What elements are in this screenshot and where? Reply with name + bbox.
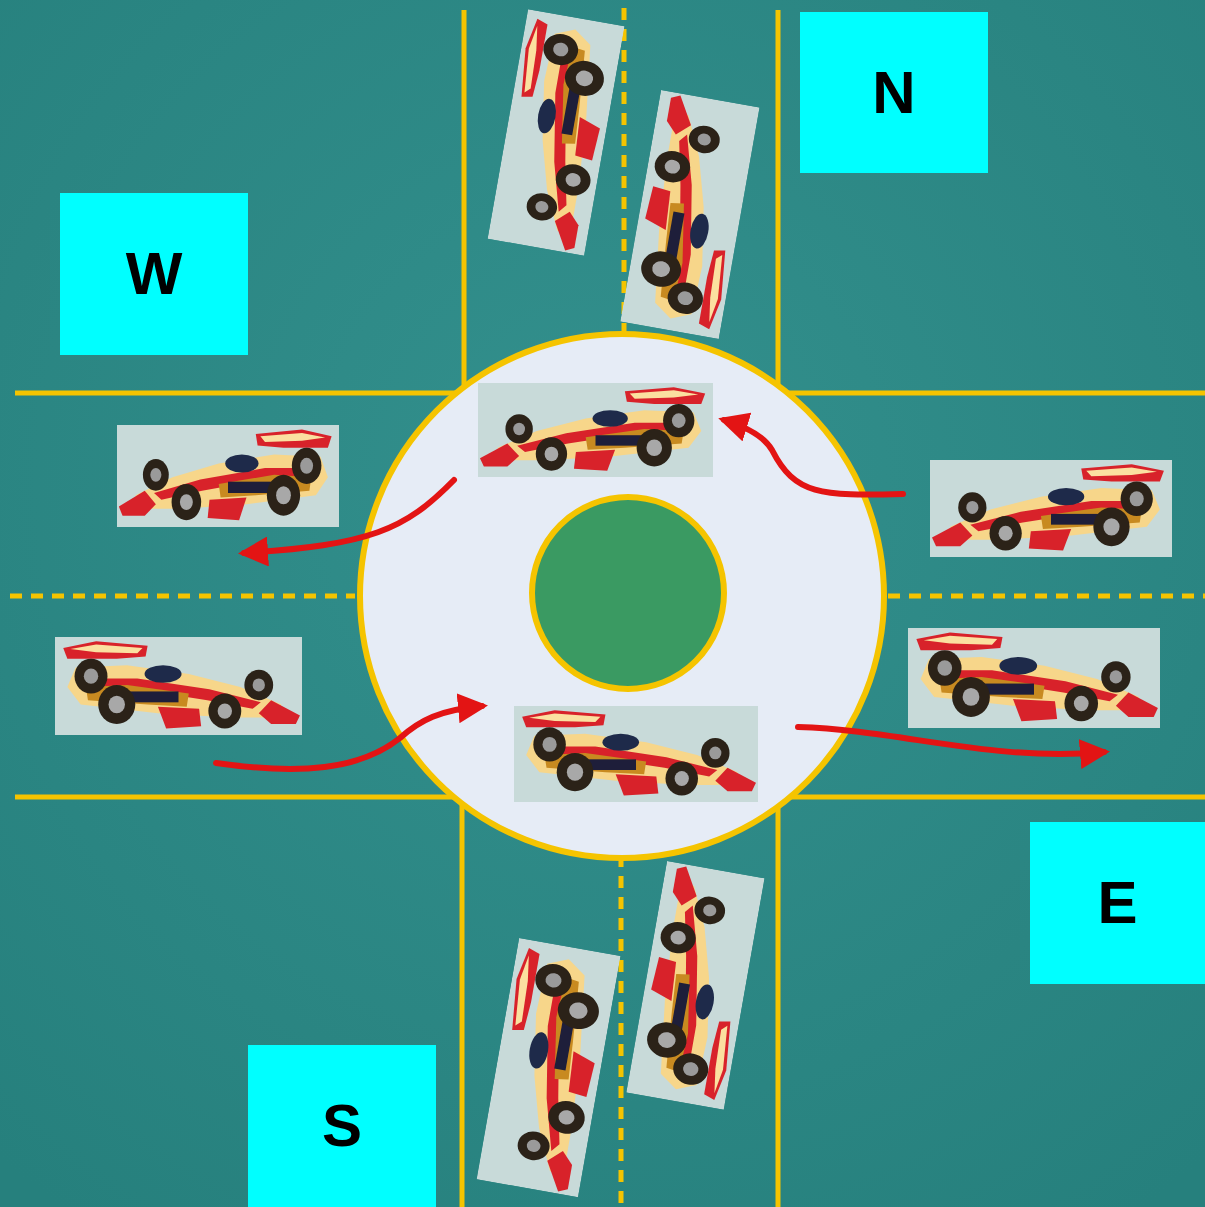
- compass-letter: N: [872, 63, 915, 123]
- compass-label-box: E: [1030, 822, 1205, 984]
- compass-label-box: W: [60, 193, 248, 355]
- cars: [55, 9, 1172, 1197]
- compass-letter: W: [126, 244, 183, 304]
- lane-dividers: [10, 8, 1205, 1207]
- compass-label-box: N: [800, 12, 988, 173]
- roundabout: [360, 334, 884, 858]
- compass-letter: S: [322, 1096, 362, 1156]
- road-lines: [15, 10, 1205, 1207]
- compass-label-box: S: [248, 1045, 436, 1207]
- compass-letter: E: [1097, 873, 1137, 933]
- central-island: [532, 497, 724, 689]
- traffic-arrows: [216, 420, 1104, 769]
